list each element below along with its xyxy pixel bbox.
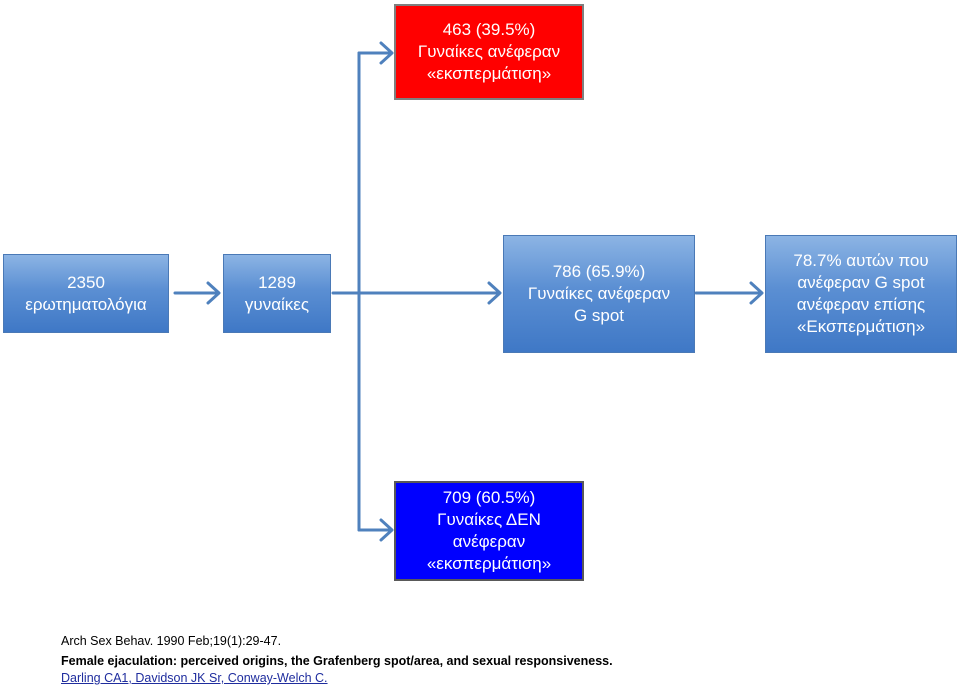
g-spot-ejaculation-line3: ανέφεραν επίσης xyxy=(796,295,926,314)
reference-journal: Arch Sex Behav. 1990 Feb;19(1):29-47. xyxy=(61,634,282,648)
reported-ejaculation-line2: Γυναίκες ανέφεραν xyxy=(417,42,561,61)
g-spot-line2: Γυναίκες ανέφεραν xyxy=(527,284,671,303)
arrow-gspot-to-ejaculation xyxy=(694,281,764,305)
g-spot-ejaculation-line2: ανέφεραν G spot xyxy=(797,273,925,292)
g-spot-ejaculation-box: 78.7% αυτών που ανέφεραν G spot ανέφεραν… xyxy=(765,235,957,353)
questionnaires-count: 2350 xyxy=(67,272,105,292)
questionnaires-label: ερωτηματολόγια xyxy=(25,294,147,314)
reported-ejaculation-line3: «εκσπερμάτιση» xyxy=(426,64,552,83)
not-reported-ejaculation-box: 709 (60.5%) Γυναίκες ΔΕΝ ανέφεραν «εκσπε… xyxy=(394,481,584,581)
not-reported-ejaculation-line3: ανέφεραν xyxy=(452,532,526,551)
reported-ejaculation-stat: 463 (39.5%) xyxy=(442,20,536,39)
not-reported-ejaculation-line4: «εκσπερμάτιση» xyxy=(426,554,552,573)
not-reported-ejaculation-stat: 709 (60.5%) xyxy=(442,488,536,507)
arrow-questionnaires-to-women xyxy=(173,281,221,305)
g-spot-stat: 786 (65.9%) xyxy=(552,262,646,281)
reference-title: Female ejaculation: perceived origins, t… xyxy=(61,654,613,668)
arrow-women-to-branches xyxy=(331,41,502,542)
questionnaires-box: 2350 ερωτηματολόγια xyxy=(3,254,169,333)
g-spot-line3: G spot xyxy=(573,306,625,325)
g-spot-ejaculation-line4: «Εκσπερμάτιση» xyxy=(796,317,926,336)
women-box: 1289 γυναίκες xyxy=(223,254,331,333)
g-spot-box: 786 (65.9%) Γυναίκες ανέφεραν G spot xyxy=(503,235,695,353)
reported-ejaculation-box: 463 (39.5%) Γυναίκες ανέφεραν «εκσπερμάτ… xyxy=(394,4,584,100)
not-reported-ejaculation-line2: Γυναίκες ΔΕΝ xyxy=(437,510,541,529)
g-spot-ejaculation-line1: 78.7% αυτών που xyxy=(793,251,929,270)
reference-authors-link[interactable]: Darling CA1, Davidson JK Sr, Conway-Welc… xyxy=(61,671,328,685)
women-count: 1289 xyxy=(258,272,296,292)
women-label: γυναίκες xyxy=(244,294,310,314)
